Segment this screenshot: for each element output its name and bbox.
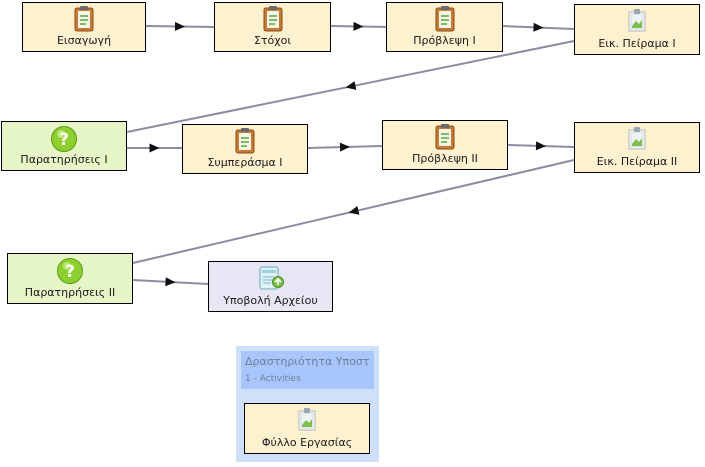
activity-node-conclusion-1[interactable]: Συμπεράσμα Ι (182, 124, 308, 174)
activity-node-experiment-1[interactable]: Εικ. Πείραμα Ι (574, 4, 700, 55)
activity-node-worksheet[interactable]: Φύλλο Εργασίας (244, 403, 370, 454)
activity-node-prediction-1[interactable]: Πρόβλεψη Ι (386, 2, 503, 52)
node-label: Εισαγωγή (56, 34, 112, 47)
connector-arrow-6 (339, 142, 350, 152)
question-node-observations-2[interactable]: ? Παρατηρήσεις ΙΙ (7, 253, 133, 304)
node-label: Συμπεράσμα Ι (207, 156, 283, 169)
clipboard-icon (235, 128, 255, 158)
node-label: Εικ. Πείραμα Ι (598, 37, 676, 50)
file-upload-icon (257, 265, 285, 295)
connector-arrow-5 (149, 143, 160, 153)
clipboard-icon (74, 6, 94, 36)
connector-arrow-2 (353, 21, 364, 31)
svg-text:?: ? (65, 262, 75, 282)
question-icon: ? (50, 125, 78, 157)
group-subtitle: 1 - Activities (245, 374, 301, 384)
group-title: Δραστηριότητα Υποστ (245, 355, 370, 368)
node-label: Πρόβλεψη ΙΙ (412, 152, 478, 165)
clipboard-icon (263, 6, 283, 36)
node-label: Υποβολή Αρχείου (223, 294, 318, 307)
connector-arrow-4 (345, 81, 357, 90)
node-label: Παρατηρήσεις ΙΙ (24, 286, 116, 299)
connector-arrow-8 (348, 205, 360, 215)
activity-node-experiment-2[interactable]: Εικ. Πείραμα ΙΙ (574, 122, 700, 173)
node-label: Πρόβλεψη Ι (413, 34, 476, 47)
activity-node-prediction-2[interactable]: Πρόβλεψη ΙΙ (382, 120, 508, 170)
clipboard-icon (435, 124, 455, 154)
support-activity-group[interactable]: Δραστηριότητα Υποστ 1 - Activities Φύλλο… (236, 346, 379, 462)
group-header[interactable]: Δραστηριότητα Υποστ 1 - Activities (241, 351, 374, 389)
activity-node-file-upload[interactable]: Υποβολή Αρχείου (208, 261, 333, 312)
question-node-observations-1[interactable]: ? Παρατηρήσεις Ι (1, 121, 127, 171)
node-label: Φύλλο Εργασίας (261, 436, 353, 449)
node-label: Παρατηρήσεις Ι (20, 153, 108, 166)
activity-node-intro[interactable]: Εισαγωγή (22, 2, 146, 52)
question-icon: ? (56, 257, 84, 289)
connector-arrow-3 (533, 22, 544, 32)
connector-arrow-9 (165, 277, 176, 287)
clipboard-icon (435, 6, 455, 36)
connector-arrow-7 (535, 141, 546, 151)
image-note-icon (626, 126, 648, 156)
image-note-icon (296, 407, 318, 437)
activity-node-goals[interactable]: Στόχοι (214, 2, 331, 52)
node-label: Στόχοι (253, 34, 292, 47)
image-note-icon (626, 8, 648, 38)
svg-text:?: ? (59, 130, 69, 150)
connector-arrow-1 (174, 21, 185, 31)
node-label: Εικ. Πείραμα ΙΙ (596, 155, 678, 168)
